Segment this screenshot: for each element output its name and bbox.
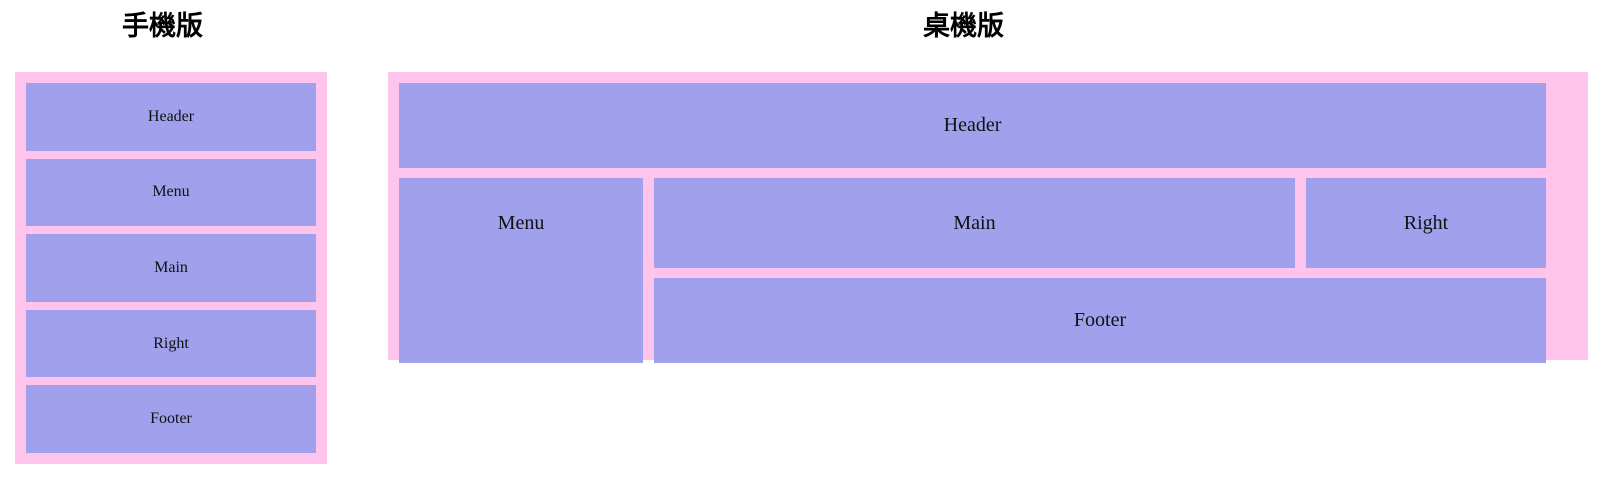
desktop-block-menu: Menu — [399, 178, 643, 363]
desktop-layout-title: 桌機版 — [923, 11, 1004, 41]
desktop-block-right-label: Right — [1403, 211, 1449, 234]
mobile-block-footer: Footer — [26, 385, 316, 453]
mobile-block-main-label: Main — [154, 258, 188, 276]
desktop-block-header: Header — [399, 83, 1546, 168]
desktop-block-header-label: Header — [943, 114, 1002, 136]
mobile-block-menu-label: Menu — [152, 183, 190, 201]
mobile-layout-title: 手機版 — [122, 11, 203, 41]
desktop-block-right: Right — [1306, 178, 1546, 268]
mobile-block-menu: Menu — [26, 158, 316, 227]
mobile-layout-diagram: Header Menu Main Right Footer — [15, 72, 327, 464]
desktop-block-footer-label: Footer — [1073, 309, 1127, 331]
mobile-block-right: Right — [26, 309, 316, 378]
desktop-layout-diagram: Header Menu Main Right Footer — [388, 72, 1588, 363]
mobile-block-main: Main — [26, 234, 316, 302]
desktop-block-main-label: Main — [953, 211, 996, 234]
mobile-block-header: Header — [26, 83, 316, 151]
mobile-block-footer-label: Footer — [150, 410, 192, 428]
mobile-block-right-label: Right — [153, 334, 189, 352]
desktop-block-main: Main — [654, 178, 1295, 268]
desktop-block-menu-label: Menu — [497, 212, 545, 234]
desktop-block-footer: Footer — [654, 278, 1546, 363]
mobile-block-header-label: Header — [147, 107, 195, 125]
